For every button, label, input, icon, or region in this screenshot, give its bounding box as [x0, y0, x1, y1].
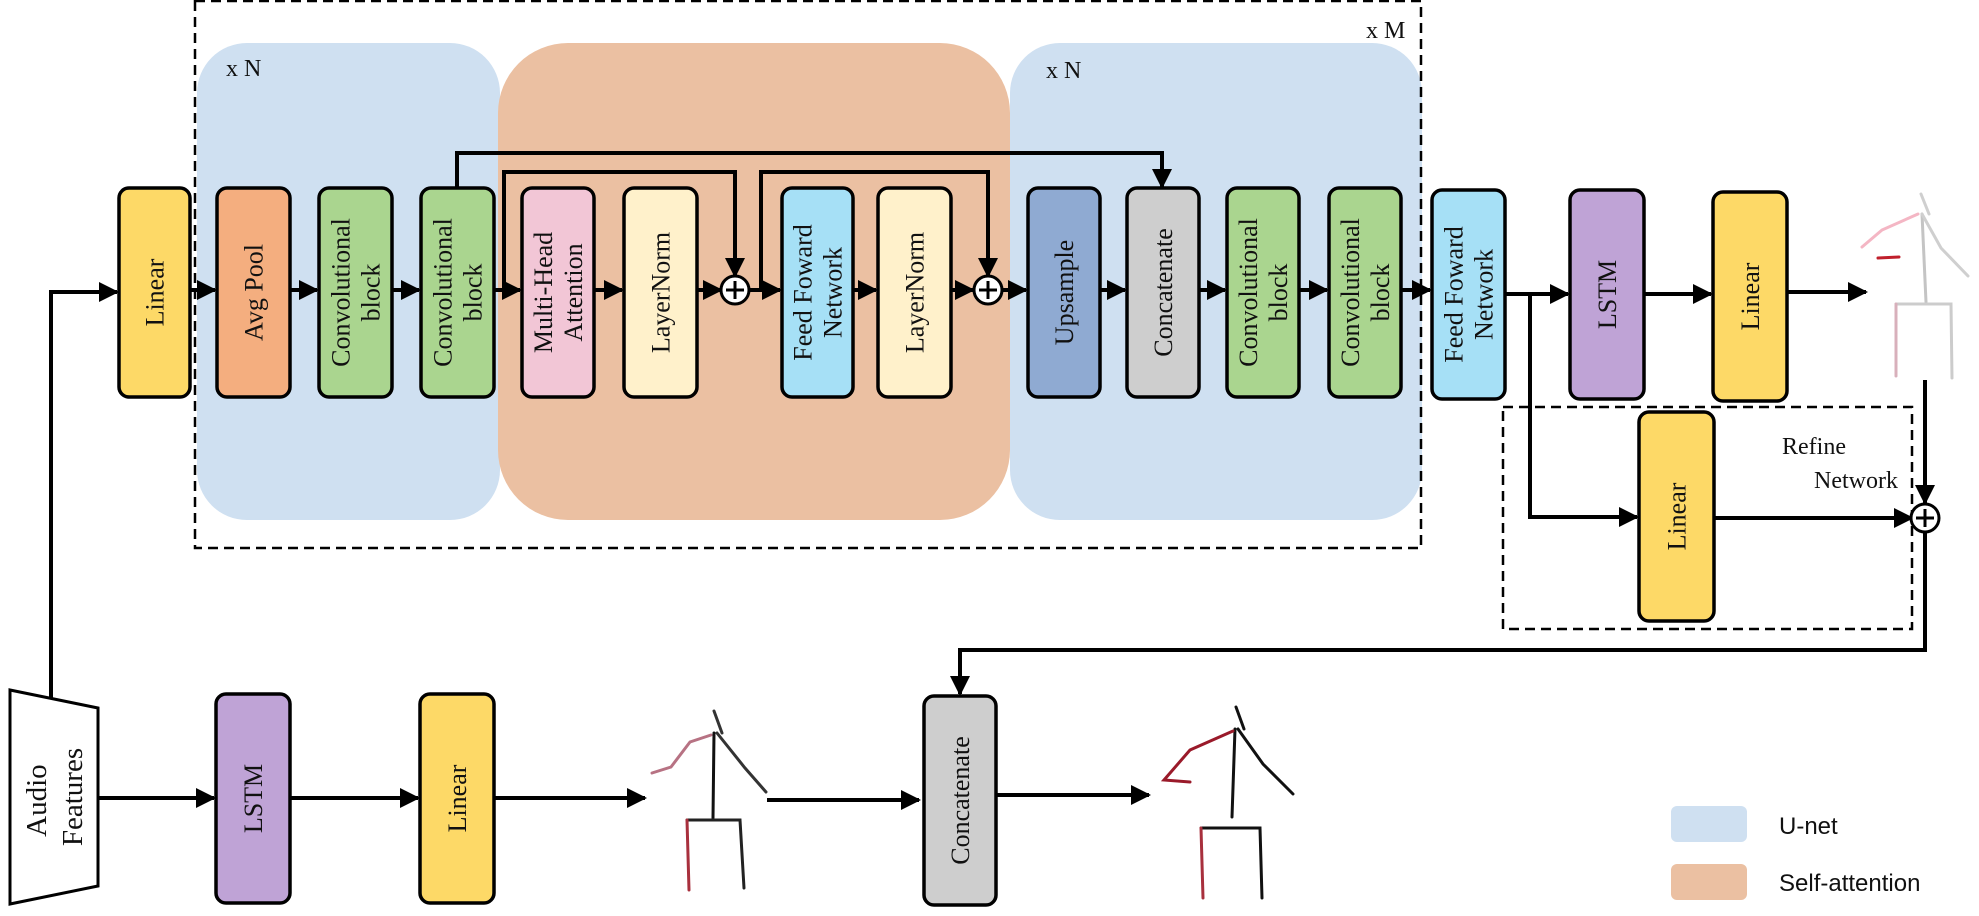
legend: U-net Self-attention [1671, 806, 1920, 900]
self-attention-region [498, 43, 1010, 520]
block-label: Convolutionalblock [1336, 218, 1395, 367]
pose-output-top [1860, 192, 1970, 380]
repeat-label-unet-left: x N [226, 56, 261, 82]
block-label: LSTM [239, 764, 268, 833]
legend-swatch-unet [1671, 806, 1747, 842]
residual-add-1 [719, 274, 751, 306]
legend-swatch-self-attention [1671, 864, 1747, 900]
block-layernorm2: LayerNorm [876, 186, 953, 399]
repeat-label-outer: x M [1366, 18, 1405, 44]
block-conv2: Convolutionalblock [419, 186, 496, 399]
block-label: LayerNorm [901, 232, 930, 353]
block-upsample: Upsample [1026, 186, 1102, 399]
block-linear-in: Linear [117, 186, 192, 399]
block-label: Convolutionalblock [1234, 218, 1293, 367]
block-ffn-inner: Feed FowardNetwork [780, 186, 855, 399]
connectors [49, 151, 1935, 810]
block-linear-top: Linear [1711, 190, 1789, 403]
repeat-label-unet-right: x N [1046, 58, 1081, 84]
svg-text:Audio Features: Audio Features [21, 748, 89, 846]
block-conv4: Convolutionalblock [1327, 186, 1403, 399]
audio-line-2: Features [57, 748, 89, 846]
block-conv1: Convolutionalblock [317, 186, 394, 399]
legend-label-unet: U-net [1779, 813, 1838, 840]
legend-label-self-attention: Self-attention [1779, 870, 1920, 897]
audio-features-block: Audio Features [8, 688, 100, 906]
block-label: Multi-HeadAttention [529, 232, 588, 353]
block-conv3: Convolutionalblock [1225, 186, 1301, 399]
block-label: Convolutionalblock [429, 218, 488, 367]
refine-add [1909, 502, 1941, 534]
block-linear-refine: Linear [1637, 410, 1716, 623]
block-linear-bottom: Linear [418, 692, 496, 905]
block-label: Convolutionalblock [327, 218, 386, 367]
block-avg-pool: Avg Pool [215, 186, 292, 399]
block-layernorm1: LayerNorm [622, 186, 699, 399]
block-label: Linear [1663, 482, 1692, 550]
block-label: Feed FowardNetwork [1440, 226, 1499, 362]
audio-line-1: Audio [21, 764, 53, 837]
block-label: Feed FowardNetwork [789, 224, 848, 360]
block-label: LayerNorm [647, 232, 676, 353]
block-label: Upsample [1050, 240, 1079, 345]
block-label: Linear [141, 258, 170, 326]
residual-add-2 [972, 274, 1004, 306]
blocks-layer: Linear Avg Pool Convolutionalblock Convolut… [117, 186, 1789, 907]
block-lstm-top: LSTM [1568, 188, 1646, 401]
block-label: Concatenate [1149, 228, 1178, 357]
block-ffn-out: Feed FowardNetwork [1430, 188, 1507, 401]
pose-intermediate [650, 709, 768, 892]
refine-network-label: Refine Network [1782, 434, 1898, 494]
pose-output-final [1160, 705, 1295, 900]
block-label: Linear [1736, 262, 1765, 330]
block-label: Linear [443, 764, 472, 832]
block-lstm-bottom: LSTM [214, 692, 292, 905]
block-label: Concatenate [946, 736, 975, 865]
block-concat-top: Concatenate [1125, 186, 1201, 399]
outer-repeat-box [193, 0, 1423, 550]
block-label: Avg Pool [240, 244, 269, 341]
block-mha: Multi-HeadAttention [520, 186, 596, 399]
block-label: LSTM [1593, 260, 1622, 329]
block-concat-bottom: Concatenate [922, 694, 998, 907]
